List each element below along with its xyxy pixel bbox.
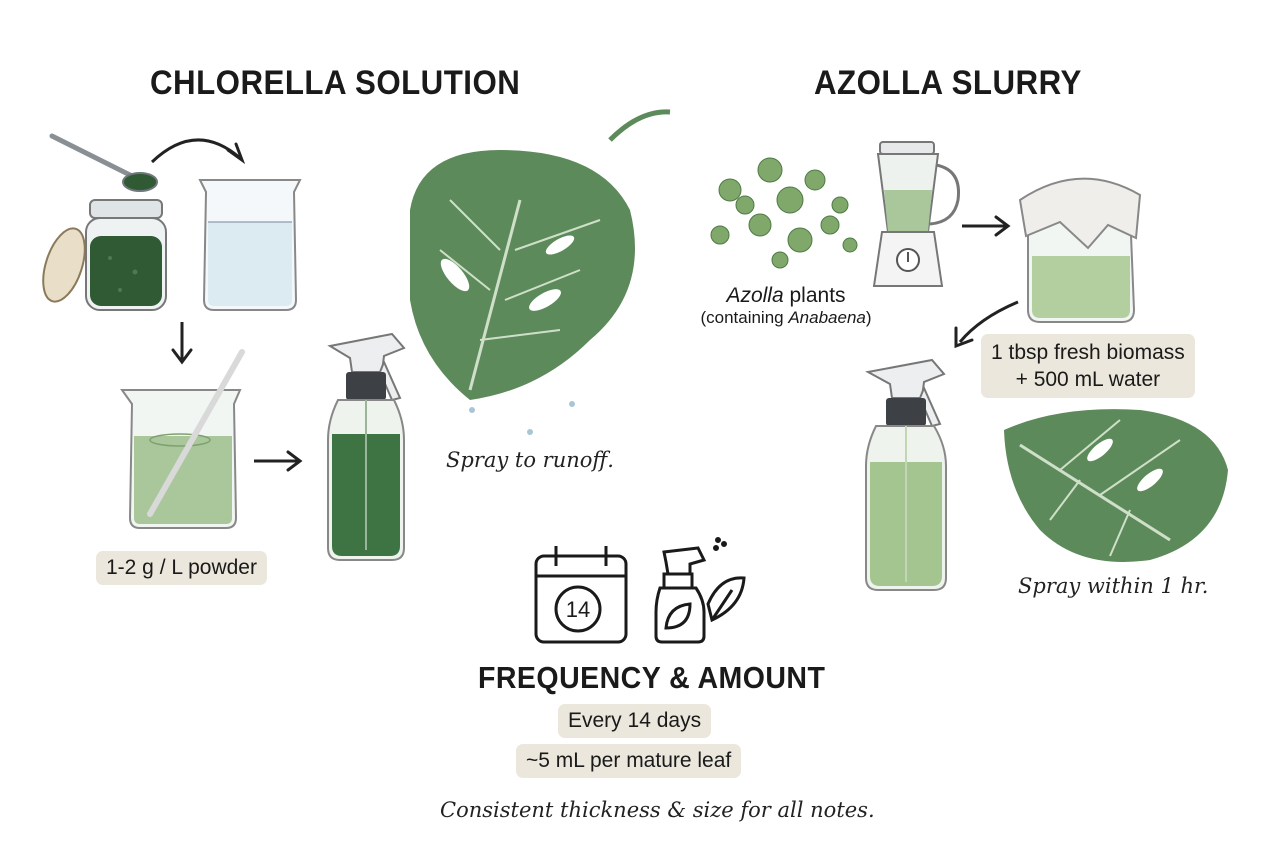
azolla-mix-line2: + 500 mL water bbox=[1015, 368, 1161, 391]
frequency-interval: Every 14 days bbox=[558, 704, 712, 738]
spray-bottle-icon bbox=[327, 332, 406, 561]
azolla-sub-post: ) bbox=[865, 308, 872, 327]
powder-jar-icon bbox=[42, 199, 167, 311]
chlorella-spray-note: Spray to runoff. bbox=[446, 448, 614, 472]
calendar-icon bbox=[534, 546, 628, 644]
calendar-number: 14 bbox=[566, 597, 590, 622]
frequency-title: FREQUENCY & AMOUNT bbox=[478, 660, 826, 695]
azolla-sub-em: Anabaena bbox=[788, 308, 866, 327]
spoon-icon bbox=[49, 133, 158, 192]
azolla-mix-label: 1 tbsp fresh biomass + 500 mL water bbox=[981, 334, 1195, 398]
arrow-curve-icon bbox=[958, 300, 1019, 343]
azolla-title: AZOLLA SLURRY bbox=[814, 64, 1082, 102]
mixing-beaker-icon bbox=[120, 349, 245, 529]
spray-leaf-icon bbox=[654, 537, 746, 644]
azolla-label-em: Azolla bbox=[726, 284, 784, 307]
spray-bottle-icon bbox=[865, 358, 947, 591]
azolla-sub-pre: (containing bbox=[700, 308, 789, 327]
azolla-mix-line1: 1 tbsp fresh biomass bbox=[991, 341, 1185, 364]
footer-note: Consistent thickness & size for all note… bbox=[440, 798, 875, 822]
azolla-label-rest: plants bbox=[783, 284, 846, 307]
water-beaker-icon bbox=[198, 179, 302, 311]
strainer-beaker-icon bbox=[1018, 177, 1142, 323]
chlorella-dose-label: 1-2 g / L powder bbox=[96, 551, 267, 585]
azolla-plants-icon bbox=[710, 157, 858, 269]
azolla-plants-label: Azolla plants (containing Anabaena) bbox=[686, 284, 886, 328]
blender-icon bbox=[872, 141, 961, 287]
azolla-spray-note: Spray within 1 hr. bbox=[1018, 574, 1209, 598]
monstera-leaf-icon bbox=[410, 109, 671, 435]
frequency-amount: ~5 mL per mature leaf bbox=[516, 744, 742, 778]
monstera-leaf-icon bbox=[1004, 409, 1228, 562]
chlorella-title: CHLORELLA SOLUTION bbox=[150, 64, 521, 102]
